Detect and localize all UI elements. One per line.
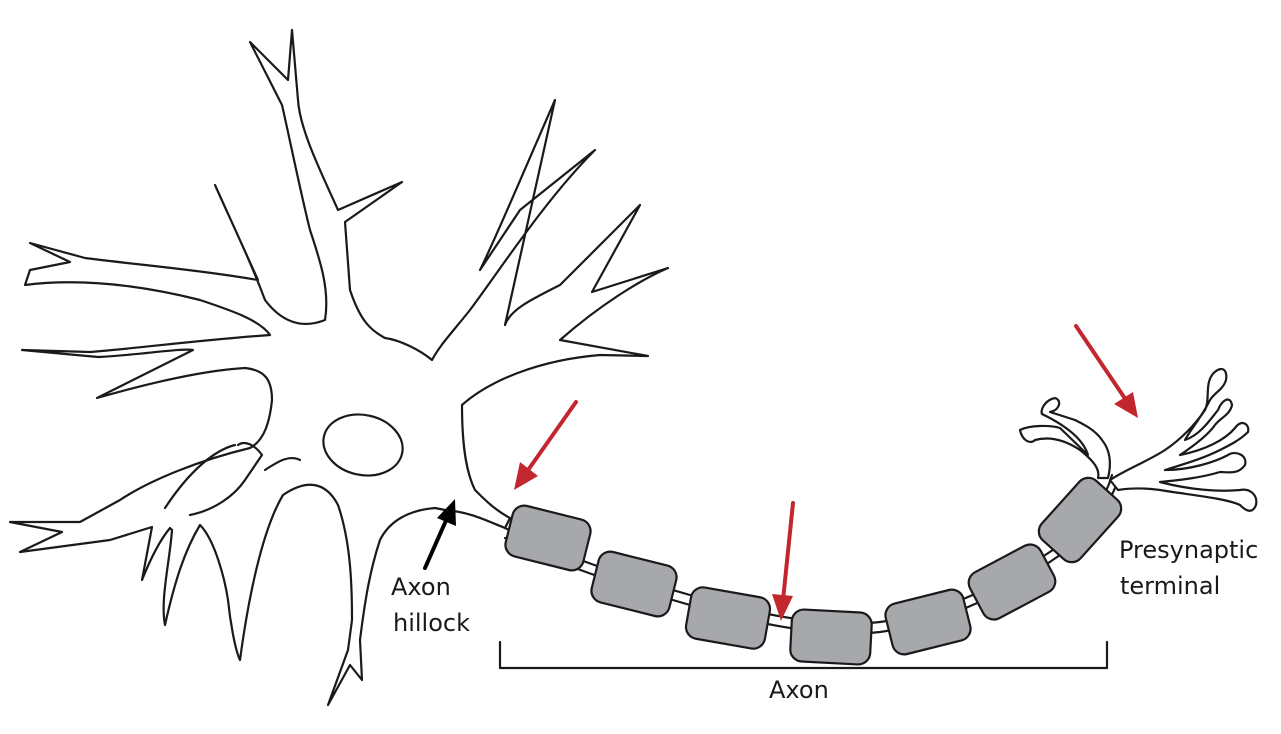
red-arrows — [514, 324, 1138, 621]
dendrite-detail-2 — [163, 443, 237, 510]
myelin-segment — [590, 550, 678, 618]
presynaptic-label-line1: Presynaptic — [1119, 536, 1259, 564]
bracket-line — [498, 640, 1109, 670]
arrow-icon — [514, 400, 578, 490]
terminal-branches-right — [1108, 367, 1258, 512]
presynaptic-terminal-group — [1018, 367, 1258, 512]
arrow-icon — [1074, 324, 1138, 418]
axon-hillock-label-line1: Axon — [391, 573, 451, 601]
myelin-segment — [684, 586, 772, 650]
soma-dendrites — [8, 28, 670, 707]
axon-group — [503, 473, 1123, 666]
presynaptic-label-line2: terminal — [1120, 572, 1221, 600]
myelin-segment — [789, 608, 873, 666]
dendrite-detail-1 — [188, 441, 264, 517]
myelin-segment — [967, 543, 1057, 621]
axon-label: Axon — [769, 676, 829, 704]
arrow-icon — [423, 499, 456, 570]
axon-bracket — [498, 640, 1109, 670]
myelin-segment — [884, 588, 972, 656]
terminal-branches — [1018, 396, 1112, 480]
myelin-segment — [504, 504, 592, 572]
nucleus — [322, 413, 404, 477]
dendrite-detail-3 — [263, 456, 302, 472]
black-arrow — [423, 499, 456, 570]
axon-hillock-label-line2: hillock — [393, 609, 470, 637]
arrow-icon — [772, 501, 795, 621]
cell-body-group — [8, 28, 670, 707]
myelin-segment — [1037, 476, 1123, 564]
myelin-sheaths — [504, 476, 1123, 666]
